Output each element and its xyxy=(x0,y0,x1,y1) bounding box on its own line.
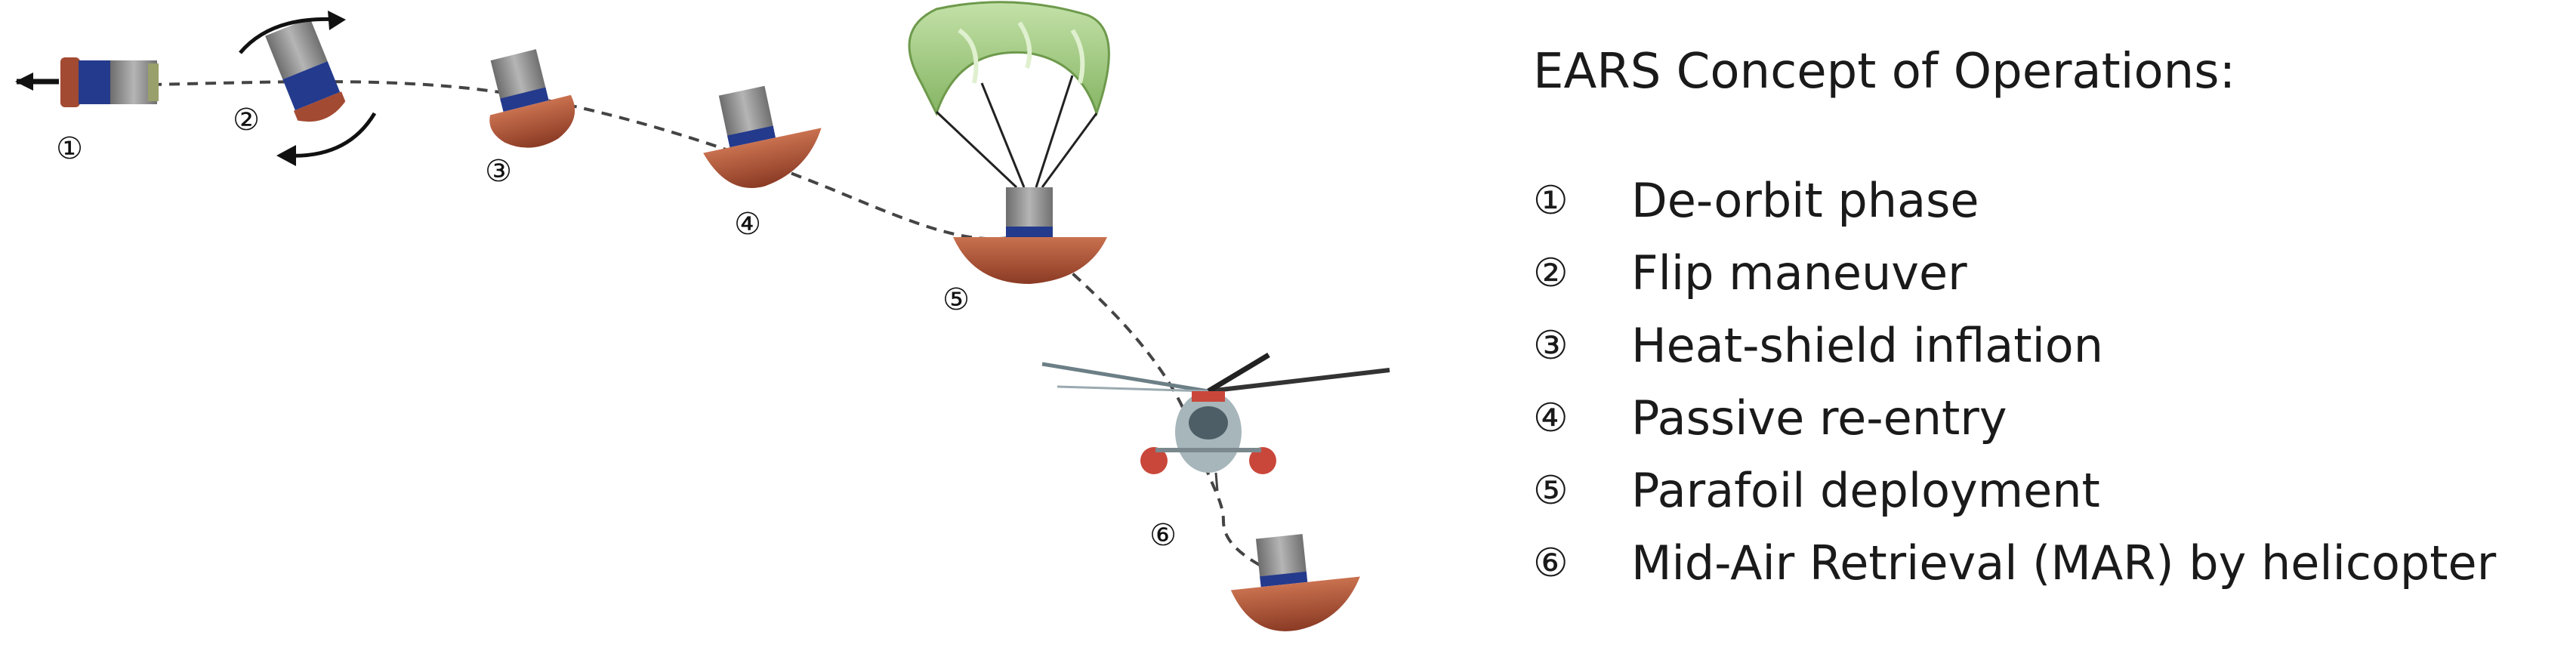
suspension-line xyxy=(1035,75,1074,188)
capsule-end-plate xyxy=(148,63,159,101)
heat-shield-inflated xyxy=(703,128,822,188)
parafoil-cell-line xyxy=(1070,29,1085,84)
step-label-4: ④ xyxy=(734,207,761,242)
main-rotor-blade xyxy=(1057,385,1209,393)
capsule-step-6 xyxy=(1230,534,1360,631)
capsule-step-3 xyxy=(489,49,575,148)
capsule-body xyxy=(718,85,774,140)
main-rotor-blade xyxy=(1207,352,1270,394)
legend-number: ⑤ xyxy=(1533,468,1569,514)
ears-trajectory-diagram: ① ② ③ ④ ⑤ xyxy=(15,1,1390,631)
legend-text: Mid-Air Retrieval (MAR) by helicopter xyxy=(1631,535,2497,591)
rotation-arrow-head xyxy=(328,11,346,30)
legend-list: ① De-orbit phase ② Flip maneuver ③ Heat-… xyxy=(1533,165,2560,600)
legend-text: Flip maneuver xyxy=(1631,245,1967,301)
step-label-5: ⑤ xyxy=(942,282,970,317)
capsule-band xyxy=(282,61,341,110)
helicopter-icon xyxy=(1041,352,1390,492)
capsule-step-4 xyxy=(703,85,822,188)
helicopter-float-right xyxy=(1249,447,1276,474)
heat-shield-inflated xyxy=(489,94,575,148)
legend-number: ④ xyxy=(1533,396,1569,441)
rotation-arrow-icon xyxy=(286,112,377,158)
step-label-3: ③ xyxy=(485,154,512,189)
legend-item: ② Flip maneuver xyxy=(1533,237,2560,310)
capsule-body xyxy=(1006,187,1053,231)
legend-title: EARS Concept of Operations: xyxy=(1533,44,2236,100)
capsule-band xyxy=(727,125,776,148)
helicopter-cockpit xyxy=(1189,406,1228,440)
main-rotor-blade xyxy=(1208,368,1390,393)
legend-panel: EARS Concept of Operations: ① De-orbit p… xyxy=(1533,44,2560,600)
capsule-body xyxy=(490,49,547,103)
legend-item: ⑥ Mid-Air Retrieval (MAR) by helicopter xyxy=(1533,527,2560,600)
legend-number: ② xyxy=(1533,251,1569,296)
capsule-band xyxy=(79,60,112,104)
legend-text: Passive re-entry xyxy=(1631,390,2007,446)
legend-item: ③ Heat-shield inflation xyxy=(1533,310,2560,382)
legend-number: ① xyxy=(1533,178,1569,224)
trajectory-path xyxy=(150,80,1277,575)
suspension-line xyxy=(935,110,1018,189)
legend-number: ⑥ xyxy=(1533,541,1569,586)
velocity-arrow-head xyxy=(15,72,33,91)
legend-item: ④ Passive re-entry xyxy=(1533,382,2560,455)
rotation-arrow-icon xyxy=(239,17,341,54)
parafoil-cell-line xyxy=(958,28,979,84)
capsule-band xyxy=(1260,571,1308,588)
legend-item: ① De-orbit phase xyxy=(1533,165,2560,237)
rotation-arrow-head xyxy=(276,145,296,166)
heat-shield-stowed xyxy=(293,91,346,122)
capsule-step-5 xyxy=(908,1,1110,284)
capsule-body xyxy=(1255,534,1307,581)
heat-shield-stowed xyxy=(60,57,80,107)
capsule-band xyxy=(1006,227,1053,237)
step-label-6: ⑥ xyxy=(1149,518,1177,553)
capsule-step-1 xyxy=(15,57,159,107)
parafoil-icon xyxy=(908,1,1110,117)
legend-text: Parafoil deployment xyxy=(1631,463,2100,518)
legend-text: Heat-shield inflation xyxy=(1631,318,2104,373)
suspension-line xyxy=(980,82,1026,188)
capsule-step-2 xyxy=(265,17,346,122)
step-label-1: ① xyxy=(56,131,83,166)
main-rotor-blade xyxy=(1041,362,1209,393)
parafoil-cell-line xyxy=(1017,21,1032,69)
retrieval-line xyxy=(1214,472,1219,492)
heat-shield-inflated xyxy=(953,237,1107,284)
capsule-body xyxy=(265,17,328,80)
suspension-line xyxy=(1041,113,1098,188)
legend-number: ③ xyxy=(1533,323,1569,369)
helicopter-float-left xyxy=(1140,447,1168,474)
step-label-2: ② xyxy=(233,103,260,137)
legend-item: ⑤ Parafoil deployment xyxy=(1533,455,2560,527)
helicopter-nose-stripe xyxy=(1192,391,1225,402)
heat-shield-inflated xyxy=(1230,576,1360,631)
legend-text: De-orbit phase xyxy=(1631,173,1979,228)
capsule-band xyxy=(500,87,549,113)
